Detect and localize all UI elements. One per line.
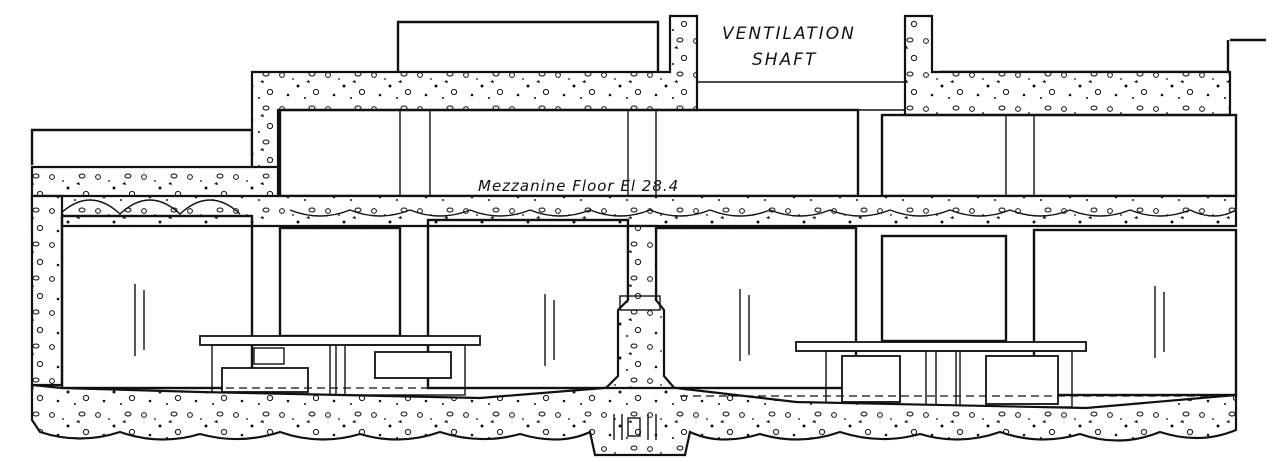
right-platform xyxy=(795,341,1087,408)
concrete-roof xyxy=(30,14,1232,200)
drain-detail xyxy=(613,414,657,440)
mezzanine-level xyxy=(278,108,1238,198)
left-platform xyxy=(199,335,481,396)
track-label-marks xyxy=(134,284,1165,366)
center-column xyxy=(601,224,679,392)
mezzanine-floor-slab xyxy=(30,194,1238,228)
shaft-label: SHAFT xyxy=(752,50,818,70)
ventilation-shaft xyxy=(697,81,905,111)
base-slab xyxy=(30,383,1238,457)
ventilation-label: VENTILATION xyxy=(722,24,856,44)
left-side-wall xyxy=(30,194,64,387)
mezzanine-floor-label: Mezzanine Floor El 28.4 xyxy=(478,177,680,195)
